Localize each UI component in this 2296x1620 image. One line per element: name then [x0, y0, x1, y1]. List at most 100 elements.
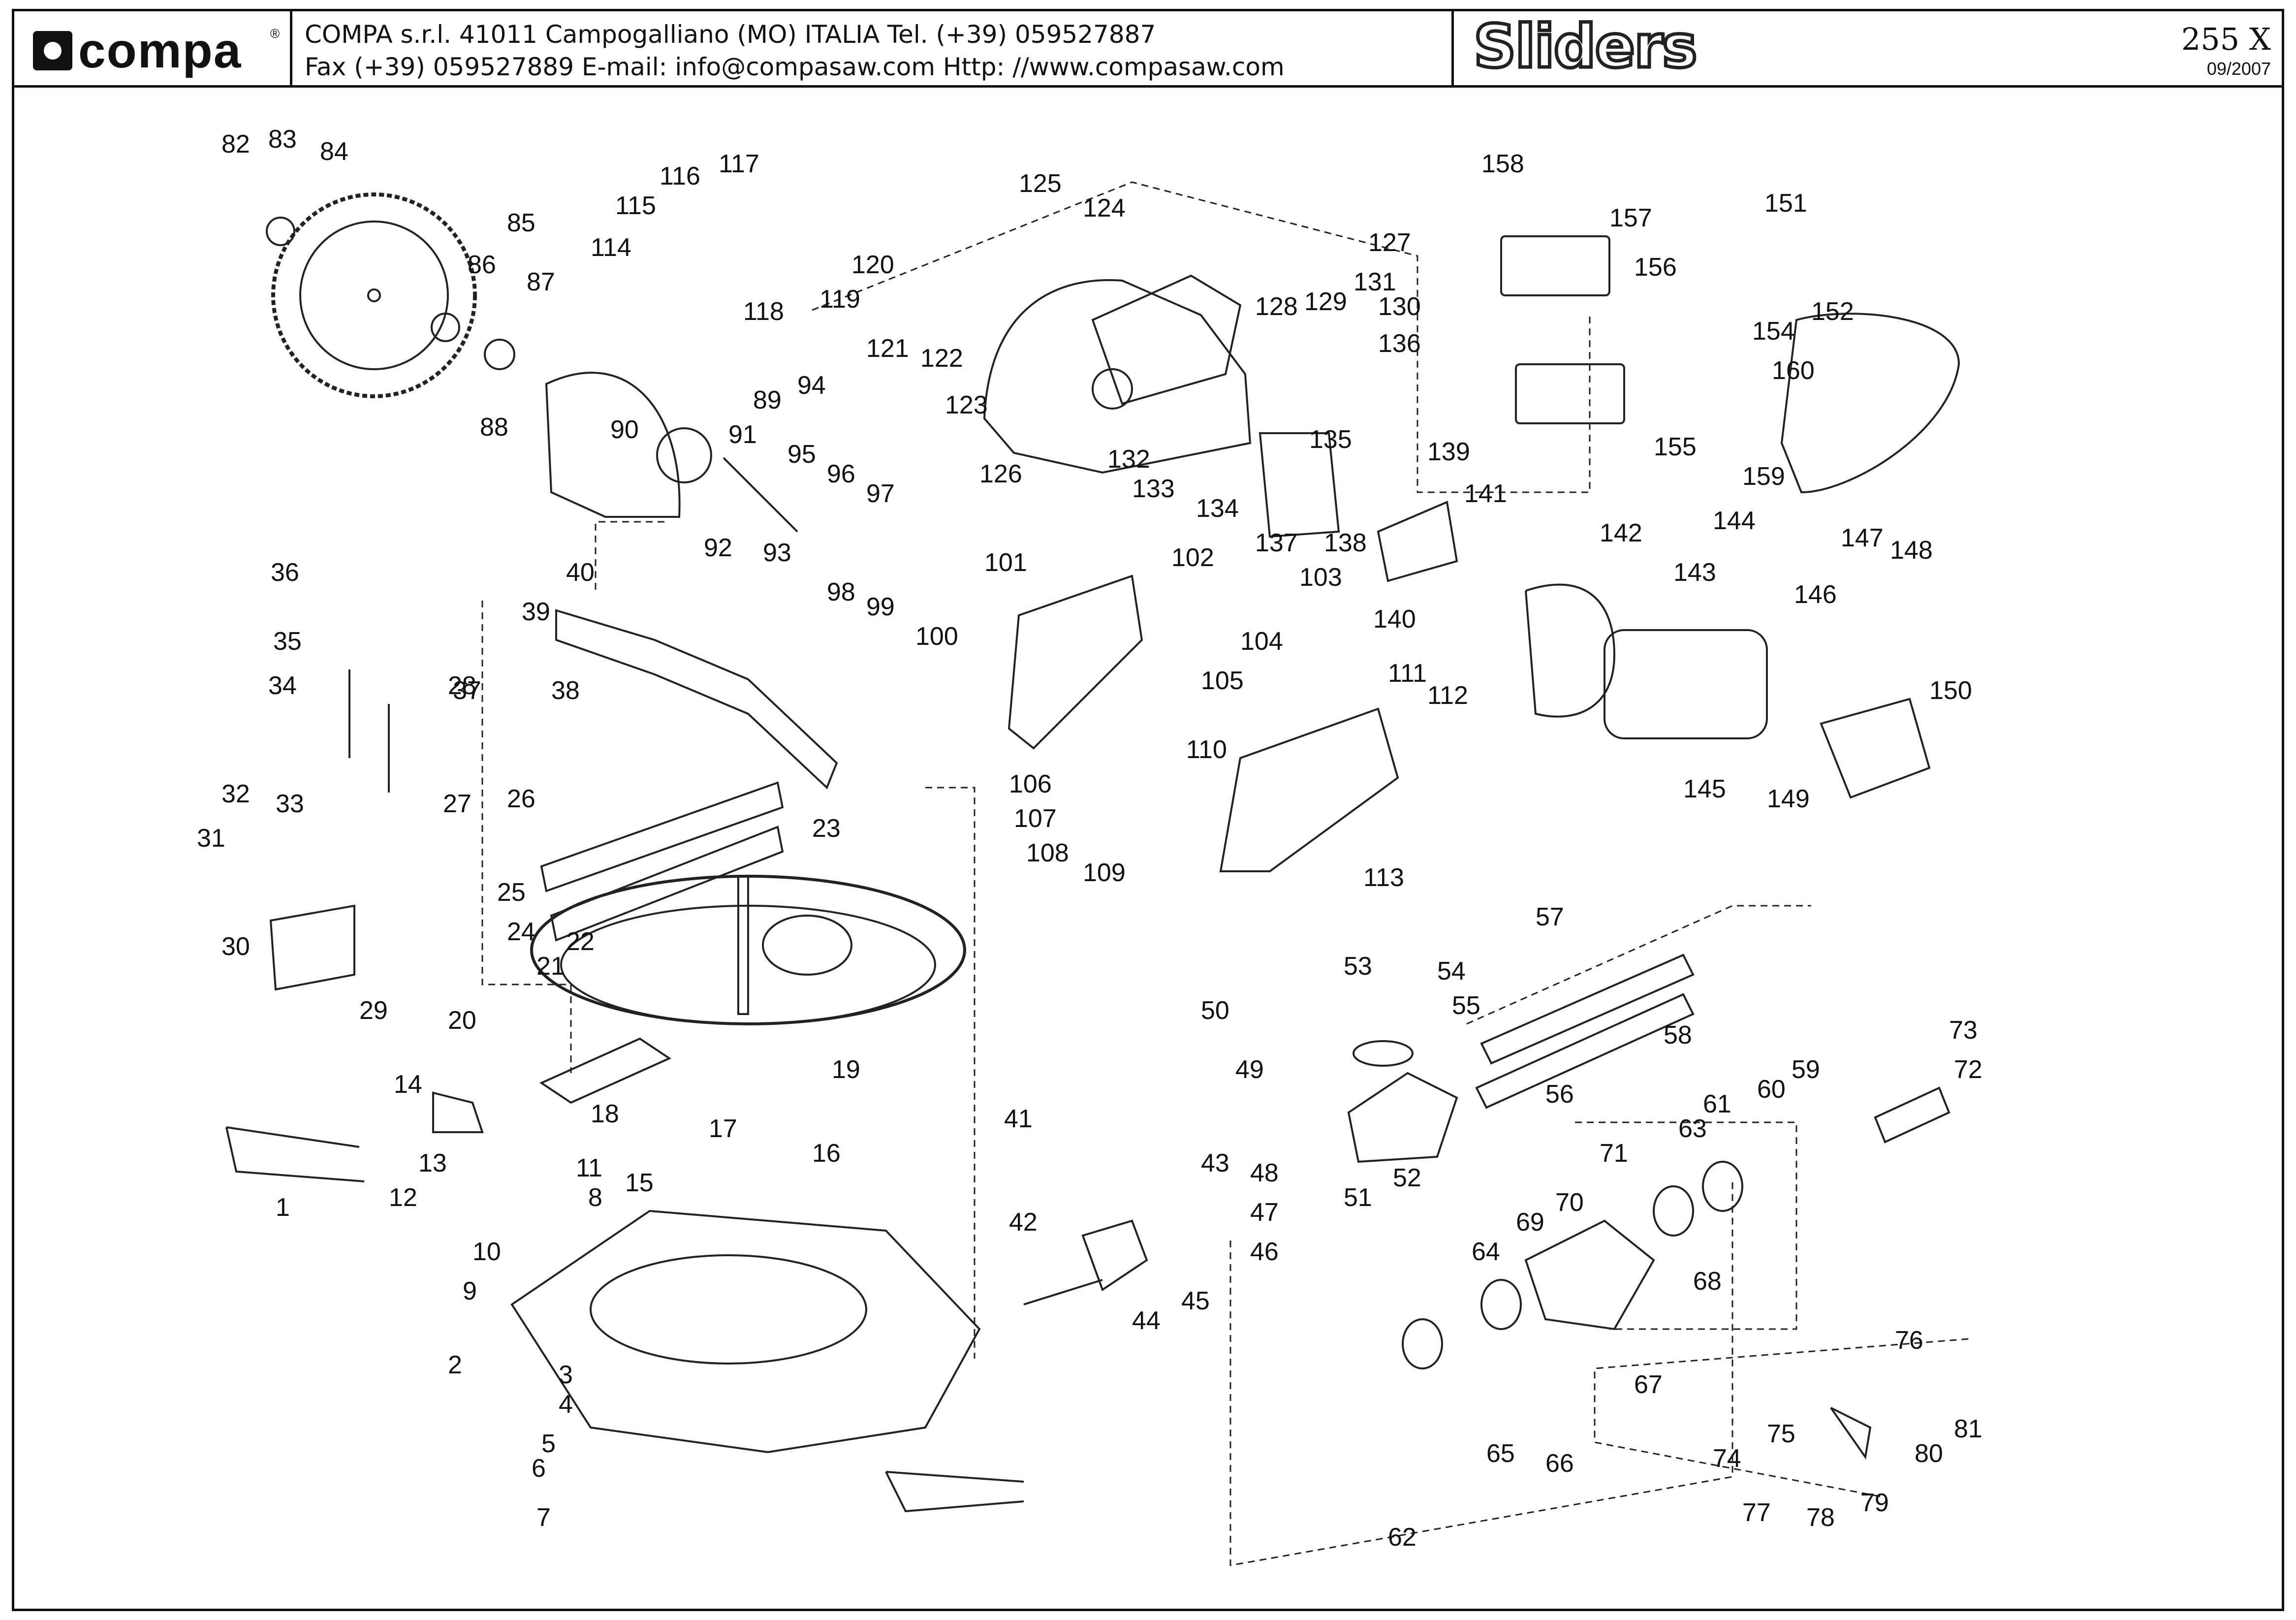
part-label-6: 6 — [532, 1454, 546, 1483]
part-label-92: 92 — [704, 534, 732, 562]
part-label-122: 122 — [920, 344, 963, 373]
part-label-50: 50 — [1201, 996, 1229, 1025]
part-label-98: 98 — [827, 578, 855, 606]
part-label-8: 8 — [588, 1183, 602, 1212]
part-label-130: 130 — [1378, 292, 1421, 321]
part-label-3: 3 — [559, 1361, 573, 1389]
part-label-34: 34 — [268, 671, 297, 700]
part-label-63: 63 — [1678, 1114, 1707, 1143]
part-label-152: 152 — [1811, 297, 1854, 326]
registered-mark: ® — [270, 26, 280, 41]
part-label-150: 150 — [1929, 676, 1972, 705]
part-label-61: 61 — [1703, 1090, 1731, 1118]
clamp-parts — [225, 1040, 1872, 1513]
part-label-73: 73 — [1949, 1016, 1978, 1045]
part-label-110: 110 — [1186, 735, 1227, 764]
part-label-1: 1 — [276, 1193, 290, 1222]
part-label-56: 56 — [1545, 1080, 1574, 1109]
part-label-25: 25 — [497, 878, 526, 907]
part-label-128: 128 — [1255, 292, 1298, 321]
part-label-112: 112 — [1427, 681, 1468, 710]
part-label-113: 113 — [1363, 863, 1404, 892]
part-label-39: 39 — [522, 598, 550, 626]
part-label-66: 66 — [1545, 1449, 1574, 1478]
part-label-145: 145 — [1683, 775, 1726, 803]
contact-line-1: COMPA s.r.l. 41011 Campogalliano (MO) IT… — [305, 20, 1156, 49]
part-label-105: 105 — [1201, 667, 1244, 695]
logo: compa ® — [14, 11, 292, 85]
part-label-146: 146 — [1794, 580, 1837, 609]
part-label-156: 156 — [1634, 253, 1677, 282]
part-label-49: 49 — [1235, 1055, 1264, 1084]
brand-box: Sliders 255 X 09/2007 — [1451, 11, 2286, 85]
part-label-101: 101 — [984, 548, 1027, 577]
part-label-33: 33 — [276, 790, 304, 818]
part-label-30: 30 — [221, 932, 250, 961]
part-label-89: 89 — [753, 386, 782, 414]
base-assembly — [510, 875, 981, 1454]
part-label-20: 20 — [448, 1006, 476, 1035]
part-label-65: 65 — [1486, 1439, 1515, 1468]
part-label-158: 158 — [1481, 150, 1524, 178]
part-label-37: 37 — [453, 676, 481, 705]
part-label-136: 136 — [1378, 329, 1421, 358]
part-label-94: 94 — [797, 371, 826, 400]
part-label-72: 72 — [1954, 1055, 1982, 1084]
part-label-68: 68 — [1693, 1267, 1722, 1296]
part-label-117: 117 — [719, 150, 759, 178]
part-label-11: 11 — [576, 1154, 602, 1182]
part-label-79: 79 — [1860, 1489, 1889, 1517]
part-label-149: 149 — [1767, 785, 1810, 813]
part-label-91: 91 — [728, 420, 757, 449]
motor-assembly — [1007, 235, 1960, 872]
contact-line-2: Fax (+39) 059527889 E-mail: info@compasa… — [305, 53, 1285, 81]
part-label-7: 7 — [536, 1503, 551, 1532]
title-block: compa ® COMPA s.r.l. 41011 Campogalliano… — [14, 11, 2282, 88]
part-label-148: 148 — [1890, 536, 1933, 565]
part-label-129: 129 — [1304, 287, 1347, 316]
part-label-93: 93 — [763, 539, 791, 567]
part-label-84: 84 — [320, 137, 348, 166]
part-label-99: 99 — [866, 593, 895, 621]
part-label-31: 31 — [197, 824, 225, 853]
part-label-159: 159 — [1742, 462, 1785, 491]
contact-info: COMPA s.r.l. 41011 Campogalliano (MO) IT… — [305, 18, 1451, 83]
part-label-14: 14 — [394, 1070, 422, 1099]
part-label-48: 48 — [1250, 1159, 1279, 1187]
part-label-157: 157 — [1609, 204, 1652, 232]
part-label-102: 102 — [1171, 543, 1214, 572]
part-label-53: 53 — [1344, 952, 1372, 981]
part-label-40: 40 — [566, 558, 595, 587]
part-label-103: 103 — [1299, 563, 1342, 592]
part-label-77: 77 — [1742, 1498, 1771, 1527]
part-label-141: 141 — [1464, 479, 1507, 508]
part-label-116: 116 — [660, 162, 700, 191]
part-label-29: 29 — [359, 996, 388, 1025]
part-label-70: 70 — [1555, 1188, 1584, 1217]
part-label-123: 123 — [945, 391, 988, 419]
upper-housing — [983, 274, 1458, 582]
part-label-38: 38 — [551, 676, 580, 705]
part-label-115: 115 — [615, 191, 656, 220]
logo-icon — [33, 31, 72, 70]
part-label-9: 9 — [463, 1277, 477, 1305]
revision-date: 09/2007 — [2206, 59, 2271, 79]
part-label-125: 125 — [1019, 169, 1062, 198]
part-label-139: 139 — [1427, 438, 1470, 466]
part-label-18: 18 — [591, 1100, 619, 1128]
part-label-120: 120 — [851, 251, 894, 279]
part-label-46: 46 — [1250, 1238, 1279, 1266]
part-label-42: 42 — [1009, 1208, 1038, 1237]
part-label-96: 96 — [827, 460, 855, 488]
part-label-90: 90 — [610, 415, 639, 444]
part-label-22: 22 — [566, 927, 595, 956]
part-label-127: 127 — [1368, 228, 1411, 257]
part-label-155: 155 — [1654, 433, 1697, 461]
part-label-111: 111 — [1388, 659, 1427, 688]
part-label-75: 75 — [1767, 1420, 1795, 1448]
part-label-151: 151 — [1764, 189, 1807, 218]
part-label-43: 43 — [1201, 1149, 1229, 1177]
part-label-154: 154 — [1752, 317, 1795, 346]
